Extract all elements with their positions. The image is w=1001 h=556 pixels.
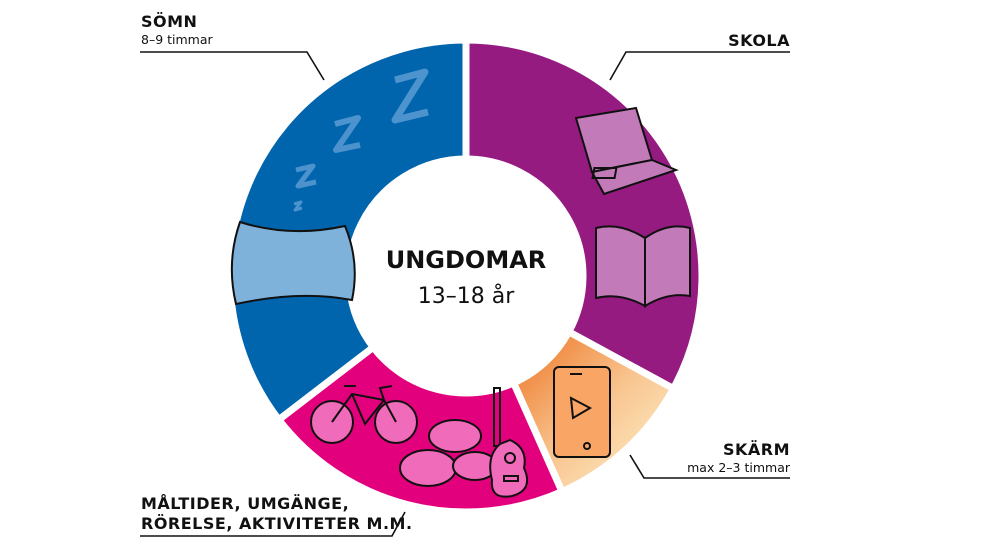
chart-subtitle: 13–18 år bbox=[417, 284, 515, 309]
phone-play-icon bbox=[553, 366, 611, 458]
pillow-icon bbox=[230, 220, 356, 306]
zzz-icon bbox=[293, 68, 429, 212]
guitar-icon bbox=[489, 387, 528, 498]
laptop-icon bbox=[574, 106, 679, 196]
bicycle-icon bbox=[310, 385, 418, 444]
skola-leader-line bbox=[609, 51, 790, 81]
skarm-label: SKÄRM max 2–3 timmar bbox=[687, 440, 790, 475]
somn-leader-line bbox=[140, 51, 325, 81]
skola-label: SKOLA bbox=[728, 31, 790, 50]
book-icon bbox=[595, 225, 691, 308]
other-label: MÅLTIDER, UMGÄNGE, RÖRELSE, AKTIVITETER … bbox=[141, 494, 413, 533]
somn-label: SÖMN 8–9 timmar bbox=[141, 12, 213, 47]
other-leader-line bbox=[140, 511, 406, 537]
chart-title: UNGDOMAR bbox=[385, 246, 547, 274]
skarm-leader-line bbox=[629, 454, 790, 479]
speech-bubbles-icon bbox=[399, 419, 498, 487]
